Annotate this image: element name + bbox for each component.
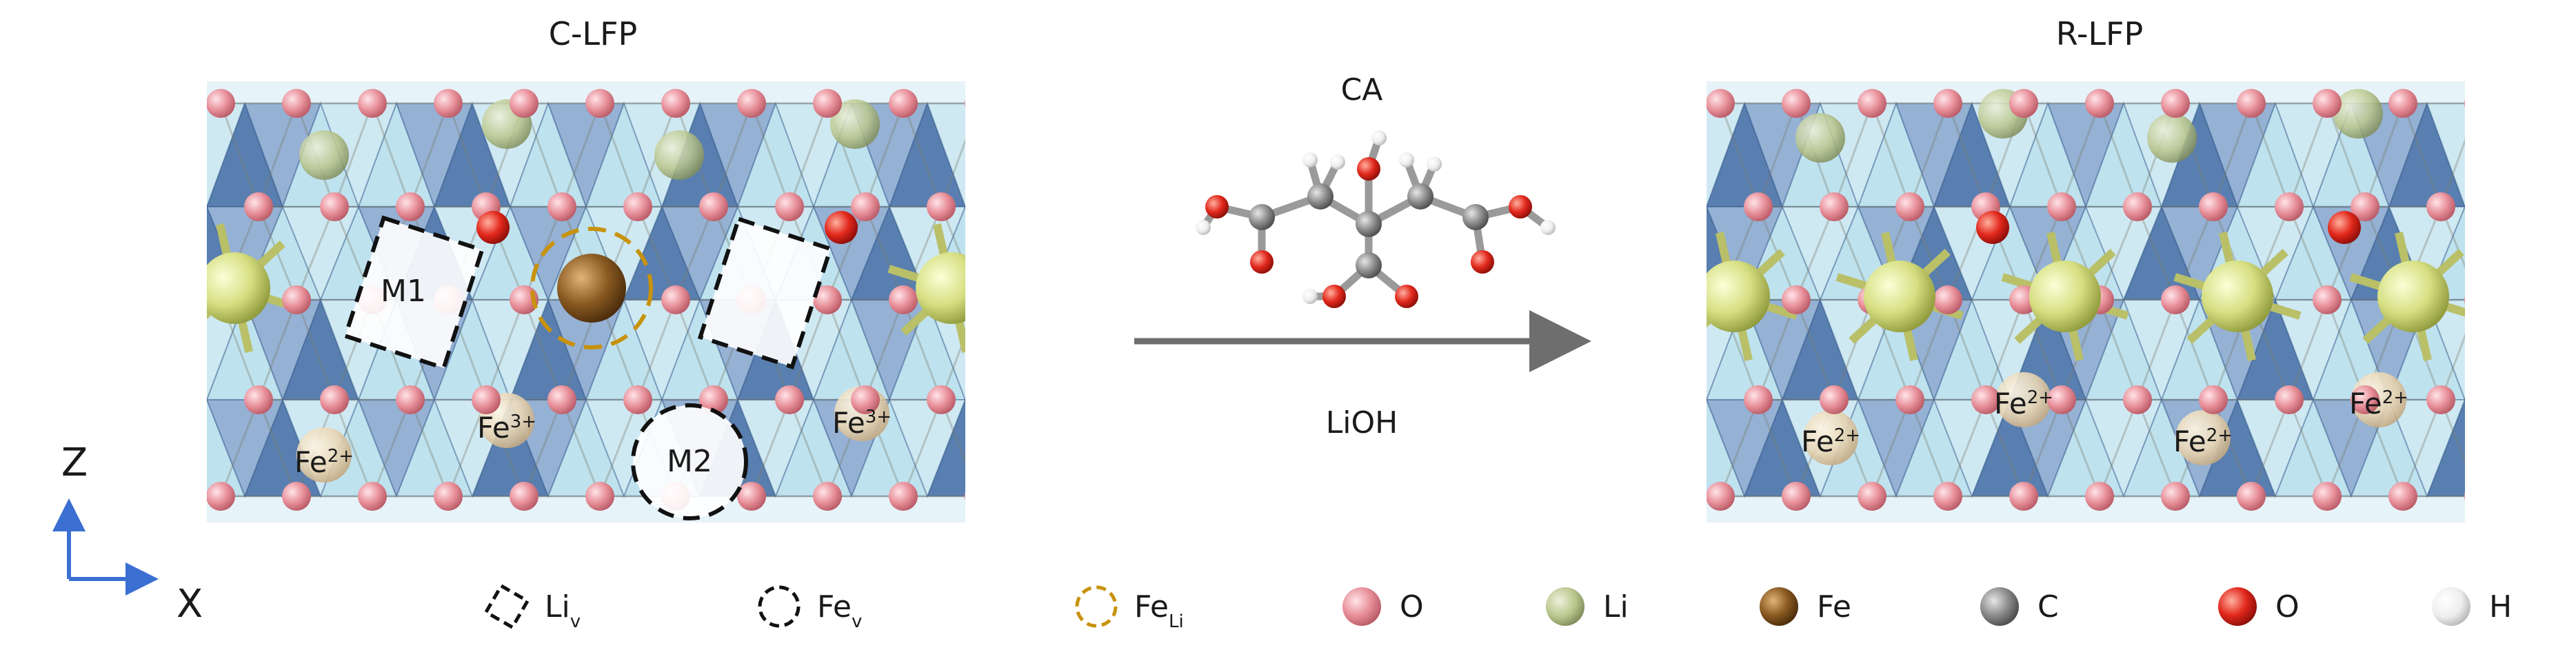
- reagent-label-ca: CA: [1341, 72, 1383, 108]
- fe-vacancy-marker-m2: M2: [631, 403, 748, 520]
- z-axis-label: Z: [61, 440, 88, 485]
- legend-swatch-6: [1980, 587, 2019, 626]
- legend-label-1: Fev: [817, 589, 862, 632]
- legend-label-3: O: [1400, 589, 1424, 624]
- left-fe-label-1: Fe2+: [294, 445, 354, 479]
- right-panel-title: R-LFP: [2056, 15, 2144, 52]
- legend-swatch-7: [2218, 587, 2257, 626]
- legend-item-8: H: [2432, 587, 2512, 626]
- legend: Liv Fev FeLi O Li Fe C O H: [483, 583, 2512, 632]
- legend-swatch-3: [1342, 587, 1381, 626]
- x-axis-label: X: [177, 582, 203, 627]
- li-vacancy-marker-right: [697, 216, 834, 370]
- right-fe-label-1: Fe2+: [1801, 425, 1860, 458]
- fe-antisite-marker: [530, 227, 653, 349]
- legend-item-6: C: [1980, 587, 2059, 626]
- r-lfp-crystal-structure: [1707, 81, 2465, 522]
- legend-item-0: Liv: [483, 583, 581, 632]
- left-panel-title: C-LFP: [549, 15, 638, 52]
- reagent-label-lioh: LiOH: [1326, 405, 1398, 440]
- left-fe-label-2: Fe3+: [477, 411, 536, 445]
- right-fe-label-2: Fe2+: [1994, 387, 2053, 420]
- legend-label-8: H: [2489, 589, 2512, 624]
- legend-swatch-8: [2432, 587, 2471, 626]
- legend-label-5: Fe: [1817, 589, 1851, 624]
- citric-acid-molecule: [1196, 130, 1556, 308]
- left-fe-label-3: Fe3+: [832, 406, 892, 440]
- coordinate-axes: Z X: [52, 440, 203, 627]
- legend-label-2: FeLi: [1134, 589, 1184, 632]
- legend-item-3: O: [1342, 587, 1424, 626]
- m2-label: M2: [667, 444, 712, 479]
- m1-label: M1: [381, 274, 426, 309]
- legend-item-4: Li: [1546, 587, 1629, 626]
- legend-item-2: FeLi: [1075, 585, 1184, 632]
- legend-item-7: O: [2218, 587, 2300, 626]
- legend-label-7: O: [2275, 589, 2300, 624]
- li-vacancy-marker-m1: M1: [343, 215, 485, 371]
- legend-label-4: Li: [1603, 589, 1629, 624]
- right-fe-label-3: Fe2+: [2173, 425, 2233, 458]
- legend-item-1: Fev: [758, 585, 862, 632]
- legend-swatch-4: [1546, 587, 1584, 626]
- legend-swatch-5: [1760, 587, 1798, 626]
- right-fe-label-4: Fe2+: [2349, 387, 2408, 420]
- legend-item-5: Fe: [1760, 587, 1851, 626]
- legend-label-0: Liv: [545, 589, 581, 632]
- legend-label-6: C: [2037, 589, 2059, 624]
